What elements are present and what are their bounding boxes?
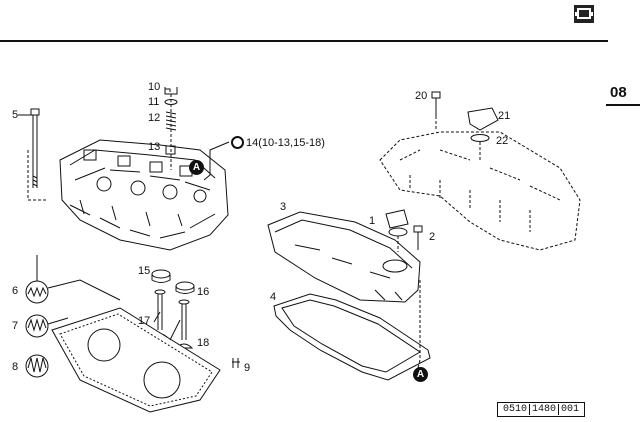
callout-11: 11: [148, 96, 160, 108]
reference-marker-a-gasket: A: [413, 367, 428, 382]
head-bolt-5: [22, 108, 40, 188]
callout-22: 22: [496, 135, 509, 147]
kit-ring-icon: [231, 136, 244, 149]
callout-6: 6: [12, 285, 19, 297]
doc-code-part-3: 001: [558, 404, 581, 415]
callout-4: 4: [270, 291, 277, 303]
head-gasket: [51, 307, 221, 413]
reference-marker-a-head: A: [189, 160, 204, 175]
callout-16: 16: [197, 286, 210, 298]
section-number: 08: [610, 84, 627, 101]
doc-code-part-1: 0510: [503, 404, 528, 415]
kit-label-text: 14(10-13,15-18): [246, 136, 325, 149]
callout-10: 10: [148, 81, 161, 93]
cylinder-head: [59, 139, 229, 251]
document-code: 0510 1480 001: [497, 402, 586, 417]
valve-components: [150, 269, 240, 368]
section-underline: [606, 104, 640, 106]
header-rule: [0, 40, 608, 42]
callout-7: 7: [12, 320, 19, 332]
callout-5: 5: [12, 109, 19, 121]
callout-18: 18: [197, 337, 210, 349]
callout-1: 1: [369, 215, 376, 227]
cover-bolt-2: [413, 225, 423, 250]
callout-3: 3: [280, 201, 287, 213]
callout-8: 8: [12, 361, 19, 373]
engine-block-outline: [379, 131, 581, 251]
breather-parts: [431, 91, 499, 160]
callout-2: 2: [429, 231, 436, 243]
gasket-thickness-icons: [25, 255, 121, 378]
oil-filler-cap: [385, 209, 409, 252]
valve-spring-parts: [164, 87, 178, 170]
callout-20: 20: [415, 90, 428, 102]
callout-15: 15: [138, 265, 151, 277]
callout-13: 13: [148, 141, 161, 153]
valve-cover: [267, 211, 421, 303]
engine-logo-icon: [574, 5, 594, 23]
callout-21: 21: [498, 110, 511, 122]
callout-9: 9: [244, 362, 251, 374]
repair-kit-label: 14(10-13,15-18): [231, 136, 325, 149]
valve-cover-gasket: [273, 293, 431, 381]
doc-code-part-2: 1480: [529, 404, 558, 415]
callout-12: 12: [148, 112, 161, 124]
callout-17: 17: [138, 315, 151, 327]
